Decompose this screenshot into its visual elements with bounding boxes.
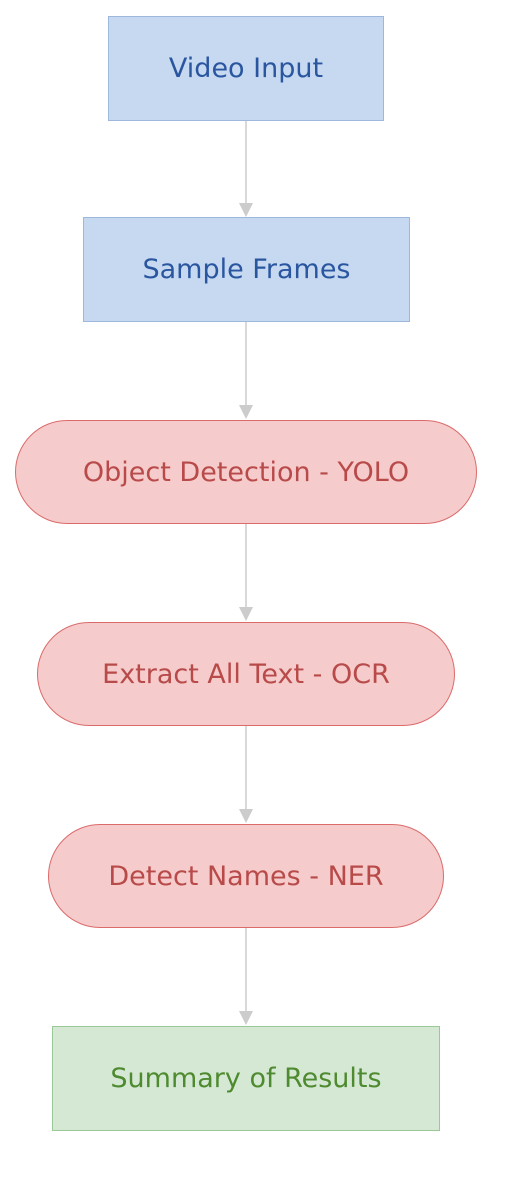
edge-detect-names-to-summary bbox=[239, 928, 253, 1025]
arrowhead-icon bbox=[239, 203, 253, 217]
node-extract-text: Extract All Text - OCR bbox=[37, 622, 455, 726]
arrowhead-icon bbox=[239, 1011, 253, 1025]
node-label: Detect Names - NER bbox=[108, 860, 384, 892]
arrowhead-icon bbox=[239, 607, 253, 621]
edge-extract-text-to-detect-names bbox=[239, 726, 253, 823]
node-object-detection: Object Detection - YOLO bbox=[15, 420, 477, 524]
node-label: Extract All Text - OCR bbox=[102, 658, 390, 690]
arrowhead-icon bbox=[239, 405, 253, 419]
node-label: Summary of Results bbox=[110, 1063, 382, 1094]
node-detect-names: Detect Names - NER bbox=[48, 824, 444, 928]
edge-sample-frames-to-object-detection bbox=[239, 322, 253, 419]
node-sample-frames: Sample Frames bbox=[83, 217, 410, 322]
arrowhead-icon bbox=[239, 809, 253, 823]
edge-object-detection-to-extract-text bbox=[239, 524, 253, 621]
node-video-input: Video Input bbox=[108, 16, 384, 121]
node-label: Object Detection - YOLO bbox=[82, 456, 410, 488]
node-label: Sample Frames bbox=[142, 254, 351, 285]
node-label: Video Input bbox=[168, 53, 324, 84]
node-summary: Summary of Results bbox=[52, 1026, 440, 1131]
edge-video-input-to-sample-frames bbox=[239, 121, 253, 217]
